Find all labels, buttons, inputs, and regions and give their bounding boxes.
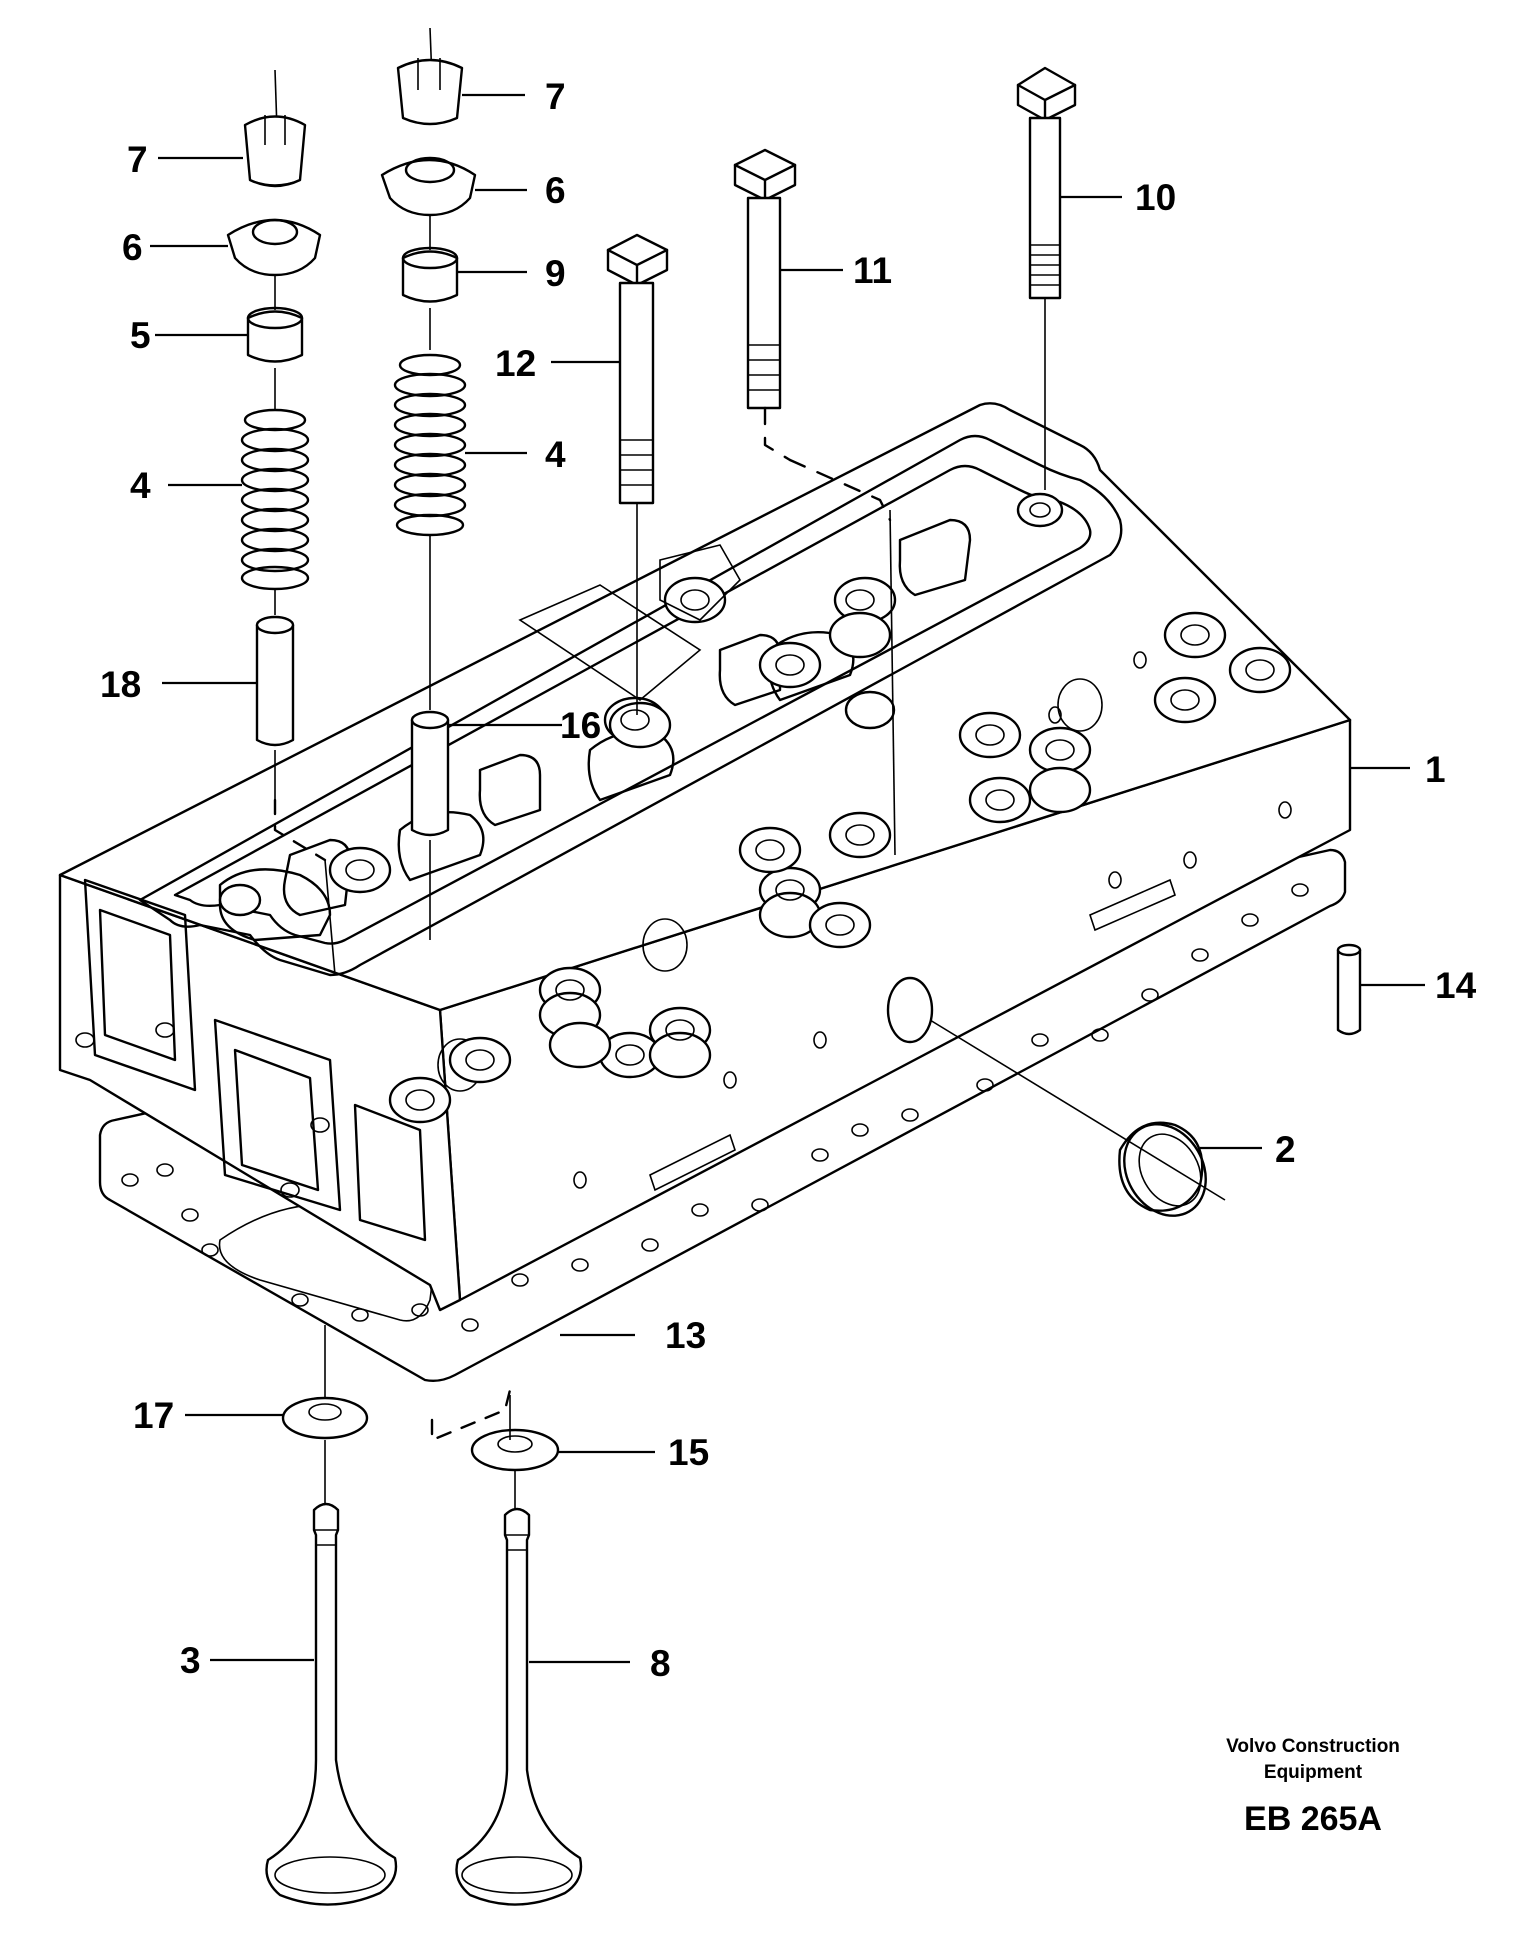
retainer-6-left <box>226 218 322 277</box>
callout-7-right: 7 <box>545 76 566 117</box>
bolt-11 <box>733 148 896 856</box>
seal-5 <box>246 275 304 363</box>
callout-10: 10 <box>1135 177 1176 218</box>
spring-4-right <box>393 308 467 537</box>
callout-17: 17 <box>133 1395 174 1436</box>
callout-6-left: 6 <box>122 227 143 268</box>
valve-3 <box>265 1502 398 1906</box>
callout-18: 18 <box>100 664 141 705</box>
callout-8: 8 <box>650 1643 671 1684</box>
valve-8 <box>455 1507 583 1906</box>
callout-4-right: 4 <box>545 434 566 475</box>
callout-labels: 7 6 5 4 18 7 6 9 4 16 12 11 10 1 14 2 13… <box>100 76 1477 1684</box>
credit-line-2: Equipment <box>1264 1762 1363 1783</box>
callout-9: 9 <box>545 253 566 294</box>
retainer-6-right <box>380 156 477 217</box>
callout-5: 5 <box>130 315 151 356</box>
callout-14: 14 <box>1435 965 1477 1006</box>
credit-block: Volvo Construction Equipment EB 265A <box>1226 1736 1400 1838</box>
cylinder-head <box>58 402 1352 1312</box>
collets-7-right <box>396 27 464 126</box>
callout-1: 1 <box>1425 749 1446 790</box>
spring-4-left <box>240 368 310 591</box>
callout-15: 15 <box>668 1432 709 1473</box>
bolt-10 <box>1016 66 1077 490</box>
leader-lines <box>150 93 1425 1664</box>
washer-15 <box>430 1388 560 1515</box>
dowel-pin-14 <box>1336 943 1362 1036</box>
seal-9 <box>401 215 459 303</box>
callout-13: 13 <box>665 1315 706 1356</box>
callout-4-left: 4 <box>130 465 151 506</box>
credit-line-1: Volvo Construction <box>1226 1736 1400 1757</box>
washer-17 <box>281 1325 369 1510</box>
callout-16: 16 <box>560 705 601 746</box>
callout-6-right: 6 <box>545 170 566 211</box>
bolt-12 <box>606 233 669 715</box>
valve-guide-16 <box>410 535 450 940</box>
valve-guide-18 <box>255 590 336 976</box>
callout-3: 3 <box>180 1640 201 1681</box>
callout-12: 12 <box>495 343 536 384</box>
callout-11: 11 <box>853 250 892 291</box>
drawing-code: EB 265A <box>1244 1800 1382 1838</box>
callout-7-left: 7 <box>127 139 148 180</box>
sealing-ring-2 <box>929 1019 1226 1217</box>
callout-2: 2 <box>1275 1129 1296 1170</box>
collets-7-left <box>243 69 307 188</box>
